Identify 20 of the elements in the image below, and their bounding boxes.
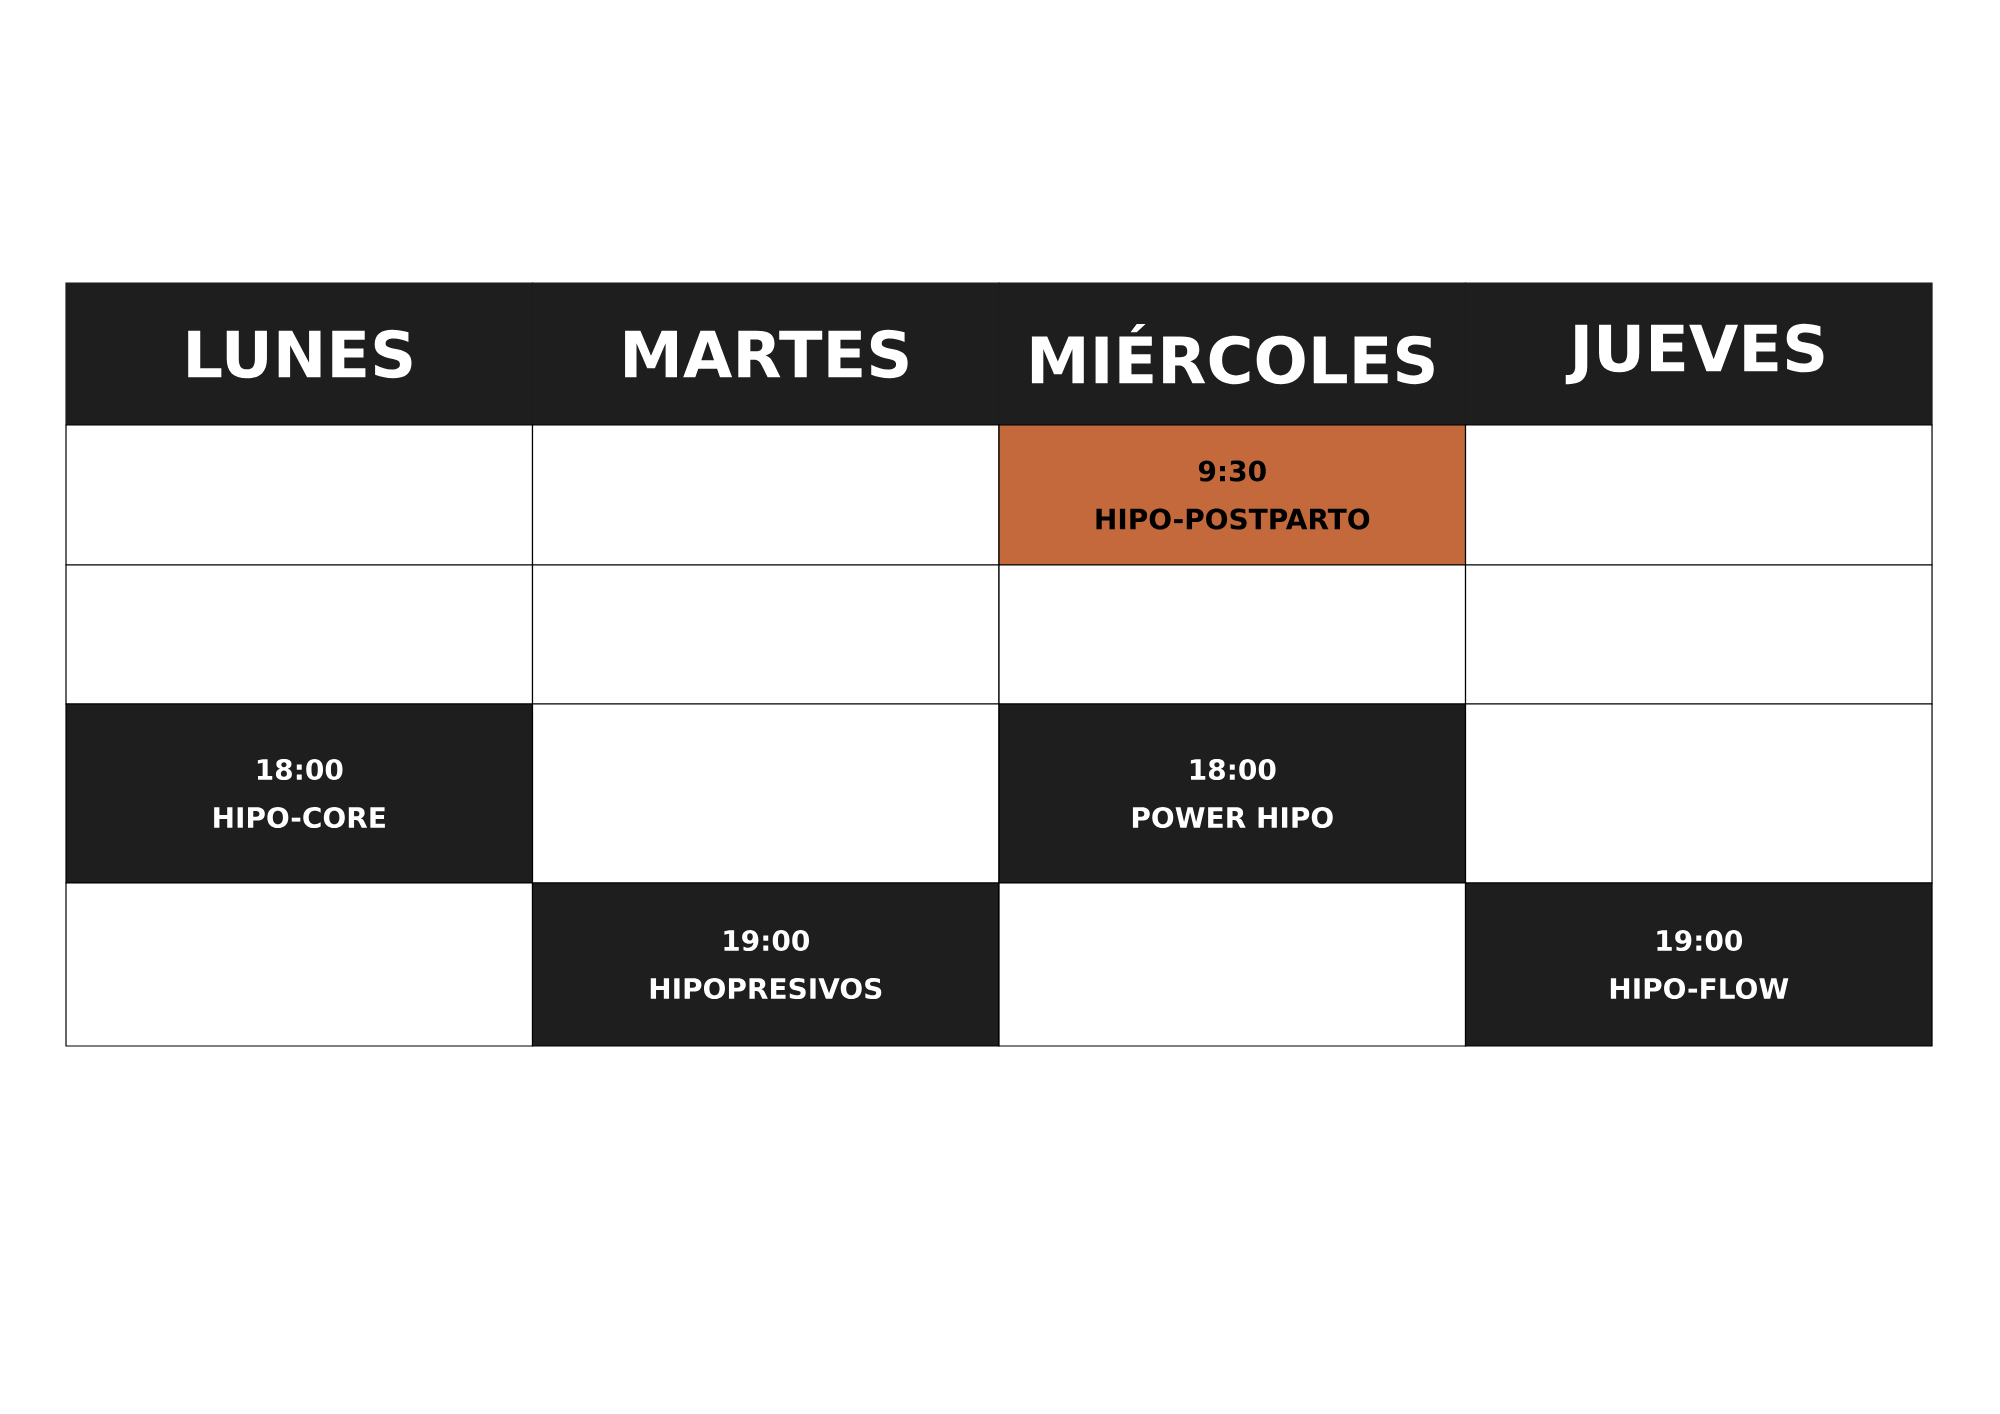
table-cell bbox=[1464, 564, 1933, 705]
table-cell bbox=[531, 703, 1000, 884]
table-cell bbox=[65, 564, 534, 705]
table-cell: 19:00 HIPOPRESIVOS bbox=[531, 882, 1000, 1047]
table-cell bbox=[531, 564, 1000, 705]
table-cell: 19:00 HIPO-FLOW bbox=[1464, 882, 1933, 1047]
table-cell bbox=[1464, 703, 1933, 884]
table-cell bbox=[1464, 424, 1933, 566]
table-cell: 18:00 POWER HIPO bbox=[998, 703, 1467, 884]
table-cell bbox=[998, 564, 1467, 705]
table-cell bbox=[531, 424, 1000, 566]
table-cell: 9:30 HIPO-POSTPARTO bbox=[998, 424, 1467, 566]
header-cell: MARTES bbox=[531, 282, 1000, 426]
header-cell: JUEVES bbox=[1464, 282, 1933, 426]
header-cell: LUNES bbox=[65, 282, 534, 426]
table-cell: 18:00 HIPO-CORE bbox=[65, 703, 534, 884]
table-cell bbox=[65, 424, 534, 566]
table-cell bbox=[65, 882, 534, 1047]
table-cell bbox=[998, 882, 1467, 1047]
header-cell: MIÉRCOLES bbox=[998, 282, 1467, 426]
